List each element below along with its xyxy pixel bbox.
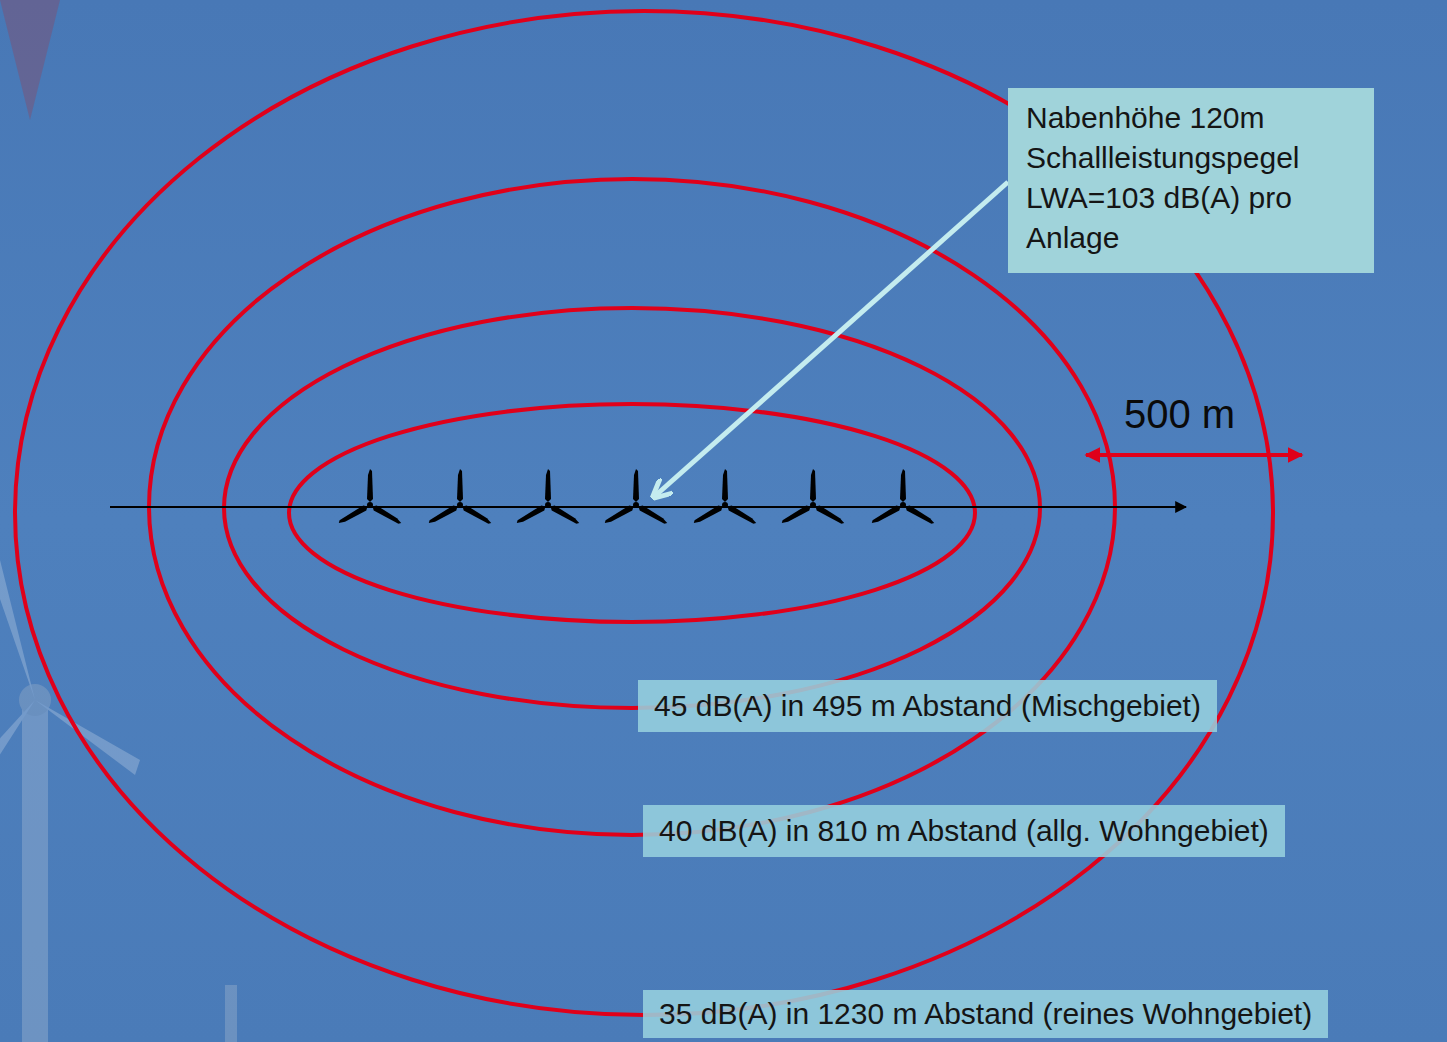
turbine-blade — [904, 504, 936, 526]
turbine-hub — [633, 502, 639, 508]
turbine-hub — [900, 502, 906, 508]
distance-label-box: 45 dB(A) in 495 m Abstand (Mischgebiet) — [638, 680, 1217, 732]
turbine-blade — [814, 504, 846, 526]
turbine-hub — [722, 502, 728, 508]
turbine-blade — [457, 469, 463, 502]
turbine-blade — [722, 469, 728, 502]
wind-turbine — [870, 469, 935, 526]
wind-turbine — [427, 469, 492, 526]
turbine-hub — [810, 502, 816, 508]
callout-text: Nabenhöhe 120m Schallleistungspegel LWA=… — [1026, 98, 1356, 258]
turbine-blade — [603, 504, 635, 526]
turbine-blade — [633, 469, 639, 502]
turbine-blade — [900, 469, 906, 502]
wind-turbine — [603, 469, 668, 526]
distance-label-box: 40 dB(A) in 810 m Abstand (allg. Wohngeb… — [643, 805, 1285, 857]
turbine-blade — [780, 504, 812, 526]
wind-turbine — [692, 469, 757, 526]
turbine-blade — [692, 504, 724, 526]
turbine-hub — [545, 502, 551, 508]
dimension-label: 500 m — [1124, 392, 1235, 437]
axis-line — [110, 506, 1186, 508]
turbine-blade — [427, 504, 459, 526]
distance-label: 40 dB(A) in 810 m Abstand (allg. Wohngeb… — [659, 811, 1269, 851]
contour-inner — [289, 404, 975, 622]
wind-turbine — [780, 469, 845, 526]
distance-label-box: 35 dB(A) in 1230 m Abstand (reines Wohng… — [643, 990, 1328, 1038]
turbine-blade — [549, 504, 581, 526]
turbine-hub — [457, 502, 463, 508]
turbine-blade — [870, 504, 902, 526]
wind-turbine — [337, 469, 402, 526]
wind-turbine — [515, 469, 580, 526]
leader-line — [655, 182, 1008, 496]
distance-label: 35 dB(A) in 1230 m Abstand (reines Wohng… — [659, 994, 1312, 1034]
callout-box: Nabenhöhe 120m Schallleistungspegel LWA=… — [1008, 88, 1374, 273]
turbine-hub — [367, 502, 373, 508]
turbine-blade — [515, 504, 547, 526]
turbine-blade — [810, 469, 816, 502]
turbine-blade — [545, 469, 551, 502]
dimension-arrow — [1086, 453, 1302, 457]
distance-label: 45 dB(A) in 495 m Abstand (Mischgebiet) — [654, 686, 1201, 726]
turbine-blade — [371, 504, 403, 526]
turbine-row — [337, 469, 935, 526]
turbine-blade — [637, 504, 669, 526]
turbine-blade — [337, 504, 369, 526]
turbine-blade — [726, 504, 758, 526]
turbine-blade — [461, 504, 493, 526]
turbine-blade — [367, 469, 373, 502]
